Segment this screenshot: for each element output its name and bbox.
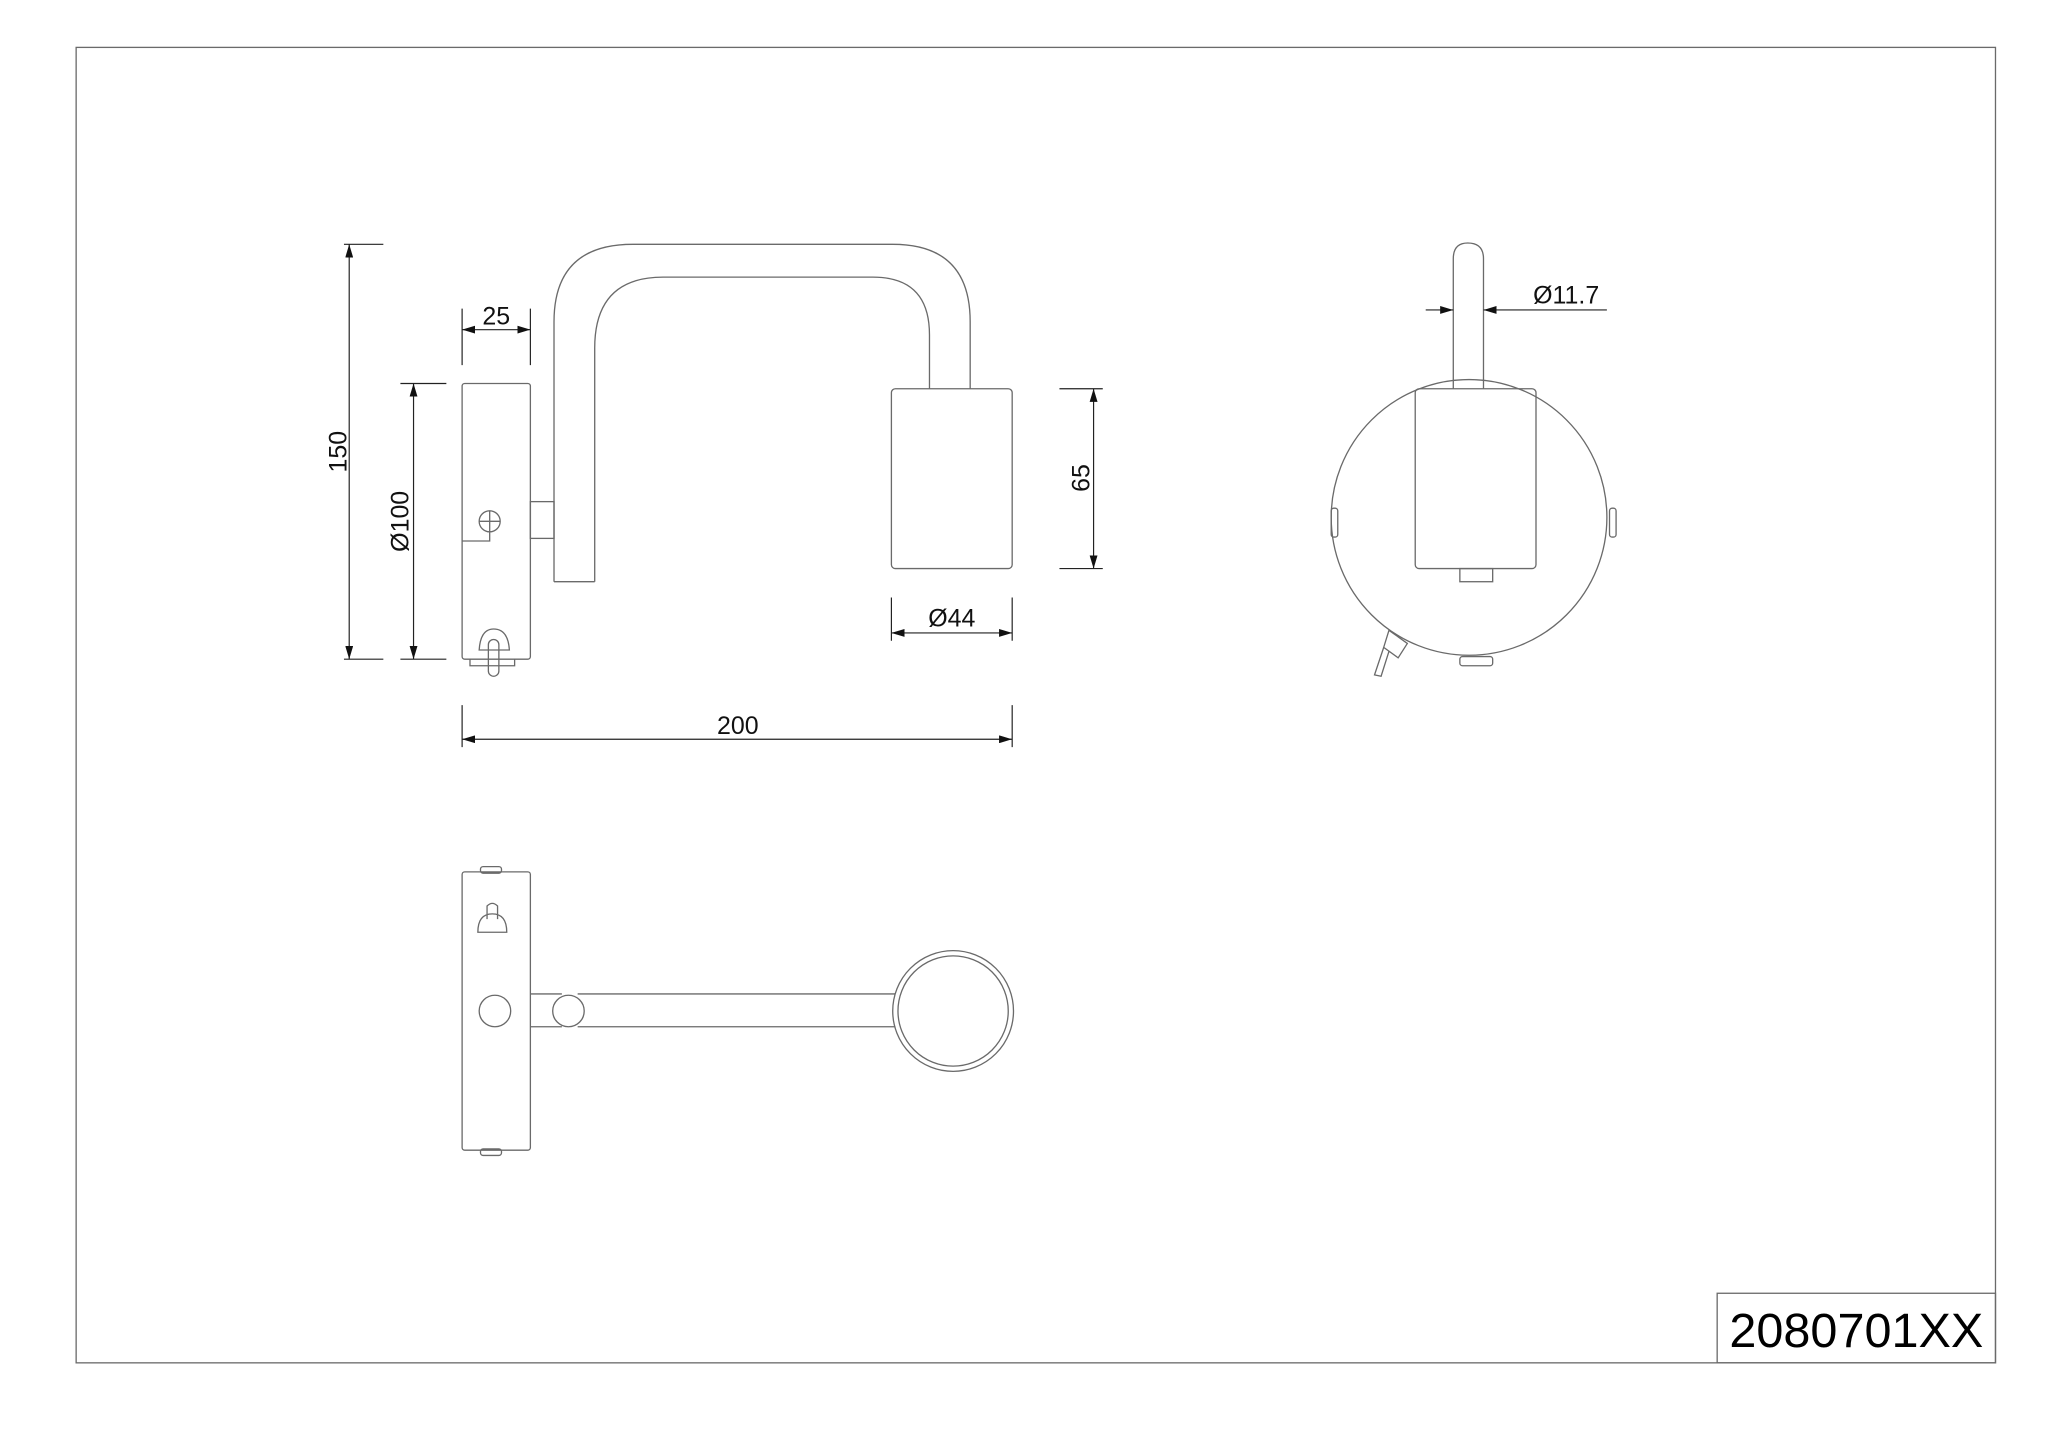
dimension-plate-diameter: Ø100	[386, 382, 447, 660]
dimension-label: Ø100	[386, 491, 414, 552]
toggle-switch	[477, 902, 508, 933]
dimension-socket-height: 65	[1059, 388, 1103, 570]
arm-connector	[529, 500, 555, 540]
arm	[577, 993, 896, 1028]
front-view	[1330, 242, 1617, 677]
toggle-switch	[1373, 629, 1409, 677]
part-number: 2080701XX	[1729, 1304, 1983, 1358]
arm-joint	[552, 994, 585, 1028]
dimension-plate-depth: 25	[461, 302, 531, 366]
toggle-switch	[469, 628, 516, 677]
arm	[1452, 242, 1485, 389]
lamp-socket	[890, 388, 1013, 570]
dimension-label: Ø11.7	[1533, 281, 1599, 309]
drawing-border	[75, 46, 1997, 1364]
wall-plate	[461, 871, 532, 1151]
title-block: 2080701XX	[1716, 1292, 1997, 1364]
wall-plate	[1330, 378, 1608, 656]
lamp-socket	[892, 949, 1015, 1073]
dimension-label: 150	[325, 431, 353, 473]
side-view	[461, 243, 1013, 677]
dimension-label: Ø44	[928, 604, 975, 632]
dimension-overall-height: 150	[325, 243, 384, 660]
screw-cover	[478, 994, 512, 1028]
dimension-overall-projection: 200	[461, 705, 1013, 748]
top-view	[461, 865, 1015, 1157]
dimension-socket-diameter: Ø44	[890, 597, 1013, 641]
dimension-arm-diameter: Ø11.7	[1425, 281, 1607, 314]
dimension-label: 65	[1068, 464, 1096, 492]
dimension-label: 25	[482, 302, 510, 330]
dimension-label: 200	[717, 712, 759, 740]
arm	[553, 243, 971, 583]
lamp-socket	[1414, 388, 1537, 570]
screw	[462, 510, 501, 542]
